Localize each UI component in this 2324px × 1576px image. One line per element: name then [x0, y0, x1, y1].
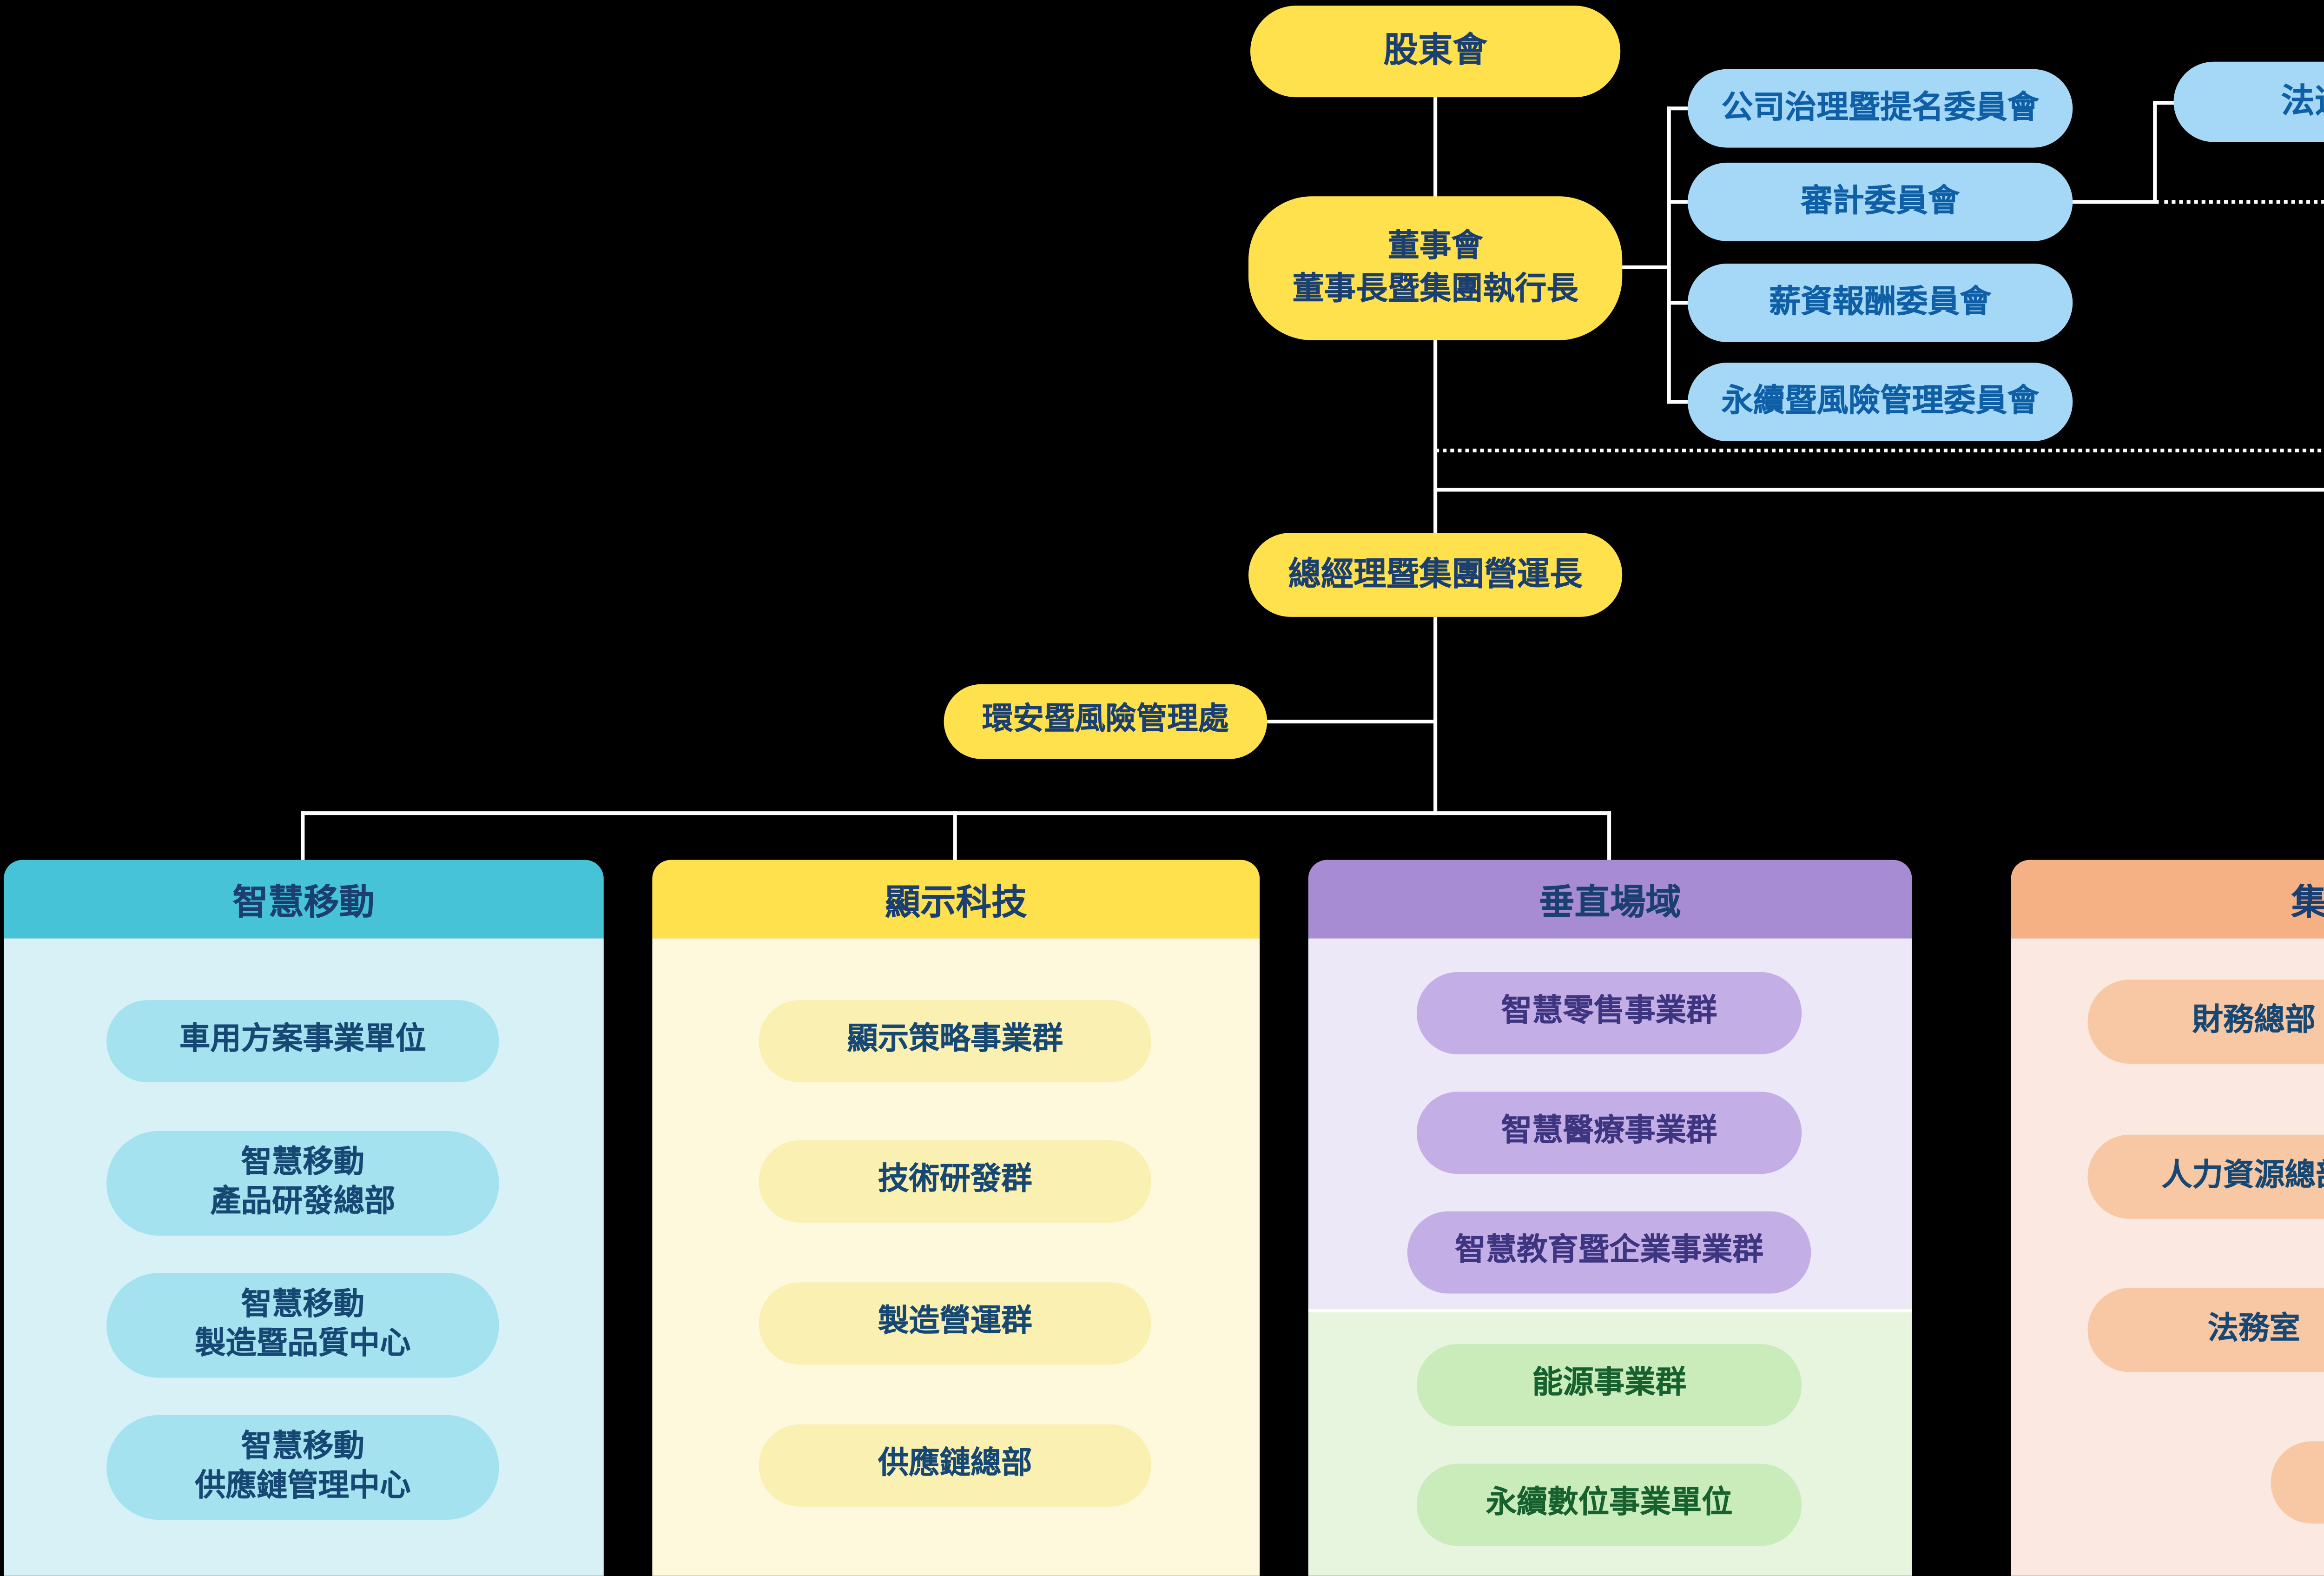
- connector-stub-committee-4: [1667, 400, 1688, 404]
- org-unit-pill: 技術研發群: [759, 1140, 1151, 1223]
- org-unit-pill: 製造營運群: [759, 1282, 1151, 1365]
- connector-drop-group3: [1607, 811, 1611, 864]
- connector-stub-committee-2: [1667, 200, 1688, 204]
- org-unit-pill: 顯示策略事業群: [759, 1000, 1151, 1083]
- dotted-compliance-to-mainline: [1435, 449, 2324, 453]
- dotted-audit-to-edge: [2155, 200, 2324, 204]
- connector-compliance-stub: [2153, 101, 2176, 105]
- org-node-shareholders: 股東會: [1250, 6, 1621, 98]
- org-unit-pill: 供應鏈總部: [759, 1424, 1151, 1507]
- connector-stub-committee-3: [1667, 301, 1688, 305]
- org-unit-pill: 人力資源總部: [2087, 1134, 2324, 1219]
- org-unit-pill: 永續數位事業單位: [1416, 1463, 1802, 1546]
- connector-support-branch-horizontal: [1435, 488, 2324, 492]
- connector-shareholders-board: [1433, 97, 1438, 199]
- group-header-smart-mobility: 智慧移動: [4, 860, 604, 939]
- connector-bracket-vertical: [1667, 106, 1671, 404]
- connector-board-bracket: [1618, 265, 1669, 270]
- committee-audit: 審計委員會: [1687, 162, 2073, 241]
- org-unit-pill: 智慧移動 製造暨品質中心: [106, 1273, 499, 1378]
- group-header-display-tech: 顯示科技: [652, 860, 1260, 939]
- connector-board-president: [1433, 340, 1438, 535]
- connector-audit-right: [2071, 200, 2157, 204]
- committee-governance-nomination: 公司治理暨提名委員會: [1687, 69, 2073, 148]
- connector-esh-office: [1267, 720, 1436, 724]
- committee-compensation: 薪資報酬委員會: [1687, 263, 2073, 342]
- org-unit-pill: 財務總部: [2087, 980, 2324, 1064]
- group-header-support-units: 集團營運支援單位: [2011, 860, 2324, 939]
- org-unit-pill: 法務室: [2087, 1288, 2324, 1372]
- org-node-board-chairman: 董事會 董事長暨集團執行長: [1248, 196, 1623, 340]
- org-unit-pill: 智慧醫療事業群: [1416, 1092, 1802, 1174]
- org-unit-pill: 智慧移動 產品研發總部: [106, 1131, 499, 1236]
- connector-stub-committee-1: [1667, 106, 1688, 111]
- group-header-vertical-domains: 垂直場域: [1308, 860, 1912, 939]
- org-node-esh-risk-office: 環安暨風險管理處: [944, 684, 1268, 759]
- connector-drop-group2: [953, 811, 957, 864]
- org-node-president-coo: 總經理暨集團營運長: [1248, 532, 1623, 617]
- connector-drop-group1: [301, 811, 305, 864]
- org-unit-pill: 車用方案事業單位: [106, 1000, 499, 1083]
- org-node-compliance-advisor: 法遵總顧問: [2173, 61, 2324, 142]
- committee-sustainability-risk: 永續暨風險管理委員會: [1687, 363, 2073, 441]
- org-unit-pill: 智慧移動 供應鏈管理中心: [106, 1415, 499, 1520]
- org-unit-pill: 能源事業群: [1416, 1344, 1802, 1427]
- org-unit-pill: 智慧教育暨企業事業群: [1407, 1211, 1811, 1294]
- connector-president-down: [1433, 616, 1438, 815]
- org-unit-pill: 智慧零售事業群: [1416, 972, 1802, 1054]
- connector-compliance-elbow: [2153, 101, 2157, 204]
